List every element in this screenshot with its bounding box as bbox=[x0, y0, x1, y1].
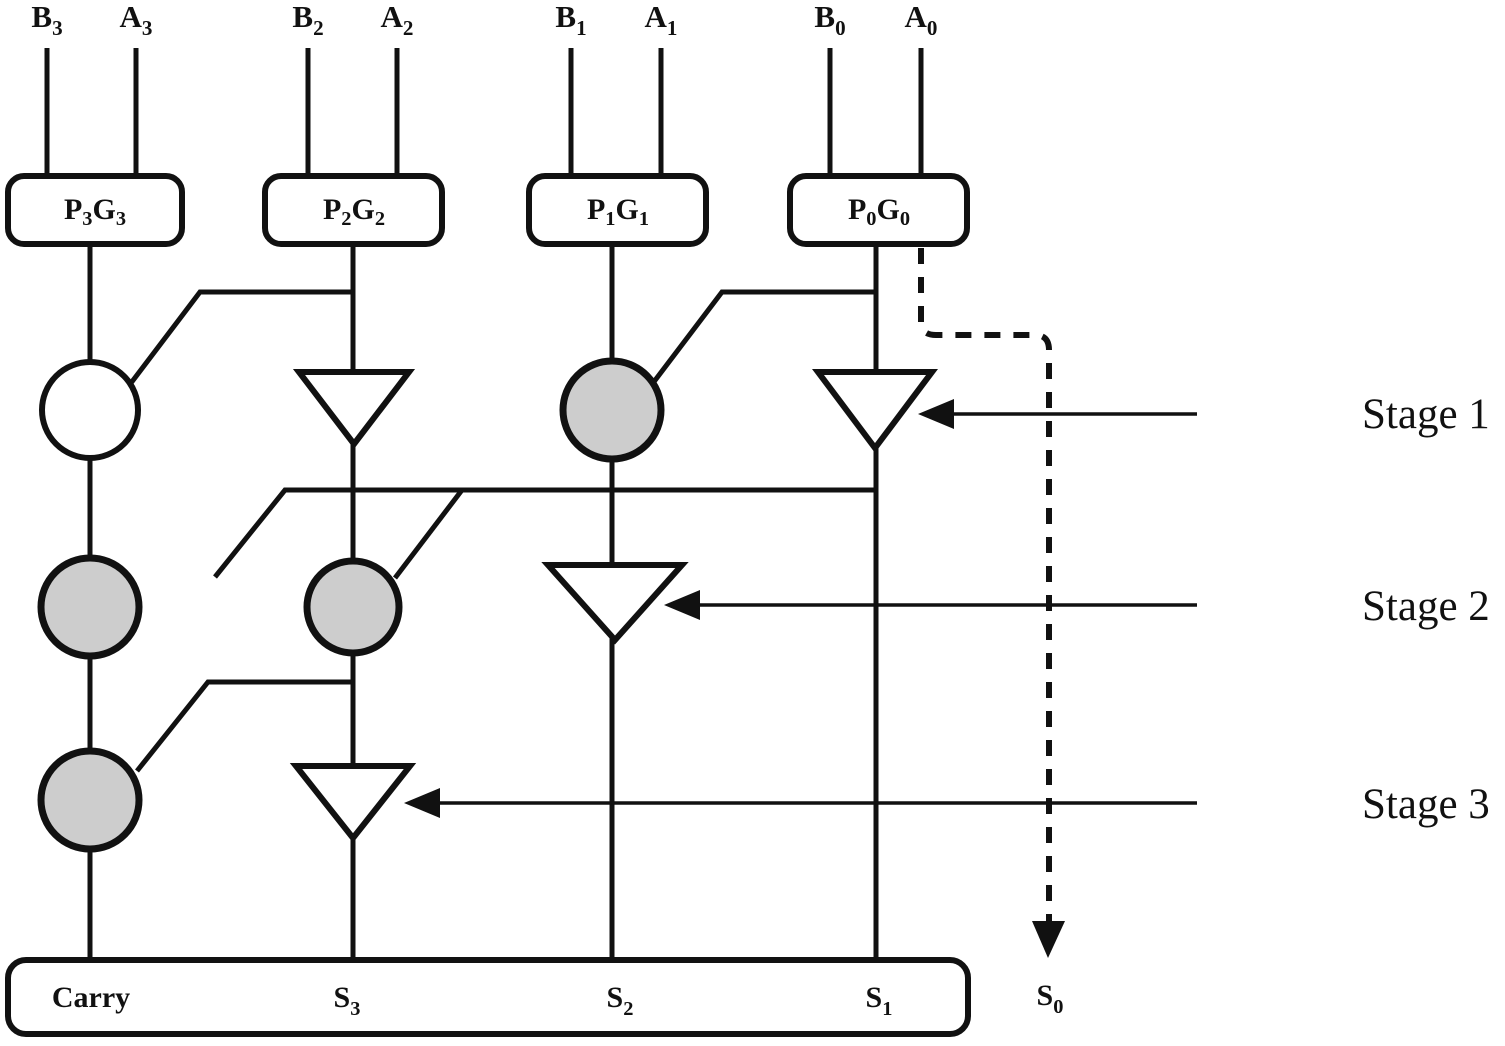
input-label-a2: A2 bbox=[381, 0, 414, 40]
stage2-links-group bbox=[213, 487, 876, 580]
stage1-nodes-group bbox=[39, 357, 938, 463]
stage1-node-col0-triangle[interactable] bbox=[812, 369, 938, 453]
s0-dashed-path-group bbox=[918, 248, 1065, 958]
output-label-s1: S1 bbox=[866, 981, 893, 1020]
stage3-node-col2-triangle[interactable] bbox=[289, 763, 417, 843]
input-label-b2: B2 bbox=[292, 0, 323, 40]
link-s1-col2-to-col3 bbox=[129, 289, 353, 385]
pg-box-2-label: P2G2 bbox=[323, 193, 385, 230]
output-label-s0: S0 bbox=[1037, 979, 1064, 1018]
pg-box-3-label: P3G3 bbox=[64, 193, 126, 230]
input-wires-group bbox=[44, 48, 924, 178]
stage2-nodes-group bbox=[37, 554, 689, 660]
input-label-b1: B1 bbox=[555, 0, 586, 40]
stage1-arrow-head bbox=[918, 399, 954, 429]
input-label-a3: A3 bbox=[120, 0, 153, 40]
column-trunks-group bbox=[87, 244, 879, 962]
stage2-node-col1-triangle[interactable] bbox=[541, 562, 689, 645]
stage-label-1: Stage 1 bbox=[1362, 391, 1490, 438]
stage2-node-col2-circle[interactable] bbox=[303, 557, 403, 657]
stage1-node-col3-circle[interactable] bbox=[39, 359, 141, 461]
stage1-node-col2-triangle[interactable] bbox=[292, 369, 416, 449]
stage2-node-col3-circle[interactable] bbox=[37, 554, 143, 660]
input-label-b3: B3 bbox=[31, 0, 62, 40]
output-bar[interactable] bbox=[5, 957, 971, 1037]
output-label-s2: S2 bbox=[607, 981, 634, 1020]
stage-label-3: Stage 3 bbox=[1362, 781, 1490, 828]
stage3-arrow-head bbox=[404, 788, 440, 818]
stage2-arrow-head bbox=[664, 590, 700, 620]
pg-box-1[interactable] bbox=[526, 173, 709, 247]
link-s2-bus-to-col3 bbox=[213, 487, 612, 579]
output-bar-group: Carry S3 S2 S1 S0 bbox=[5, 957, 1064, 1037]
pg-box-1-label: P1G1 bbox=[587, 193, 649, 230]
link-s3-col2-to-col3 bbox=[135, 679, 353, 773]
pg-box-0-label: P0G0 bbox=[848, 193, 910, 230]
stage-label-2: Stage 2 bbox=[1362, 583, 1490, 630]
stage1-links-group bbox=[129, 289, 876, 385]
stage3-node-col3-circle[interactable] bbox=[37, 747, 143, 853]
stage-arrows-group bbox=[404, 399, 1197, 818]
input-label-a1: A1 bbox=[645, 0, 678, 40]
s0-arrow-head bbox=[1032, 921, 1065, 958]
input-labels-group: B3 A3 B2 A2 B1 A1 B0 A0 bbox=[31, 0, 937, 40]
pg-boxes-group: P3G3 P2G2 P1G1 P0G0 bbox=[5, 173, 970, 247]
stage3-links-group bbox=[135, 679, 353, 773]
input-label-b0: B0 bbox=[814, 0, 845, 40]
pg-box-3[interactable] bbox=[5, 173, 185, 247]
input-label-a0: A0 bbox=[905, 0, 938, 40]
stage1-node-col1-circle[interactable] bbox=[559, 357, 665, 463]
s0-dashed-wire bbox=[918, 248, 1052, 930]
stage-labels-group: Stage 1 Stage 2 Stage 3 bbox=[1362, 391, 1490, 828]
stage3-nodes-group bbox=[37, 747, 417, 853]
link-s1-col0-to-col1 bbox=[651, 289, 876, 385]
link-s2-bus-to-col2 bbox=[393, 488, 464, 580]
output-label-s3: S3 bbox=[334, 981, 361, 1020]
output-label-carry: Carry bbox=[52, 981, 130, 1014]
